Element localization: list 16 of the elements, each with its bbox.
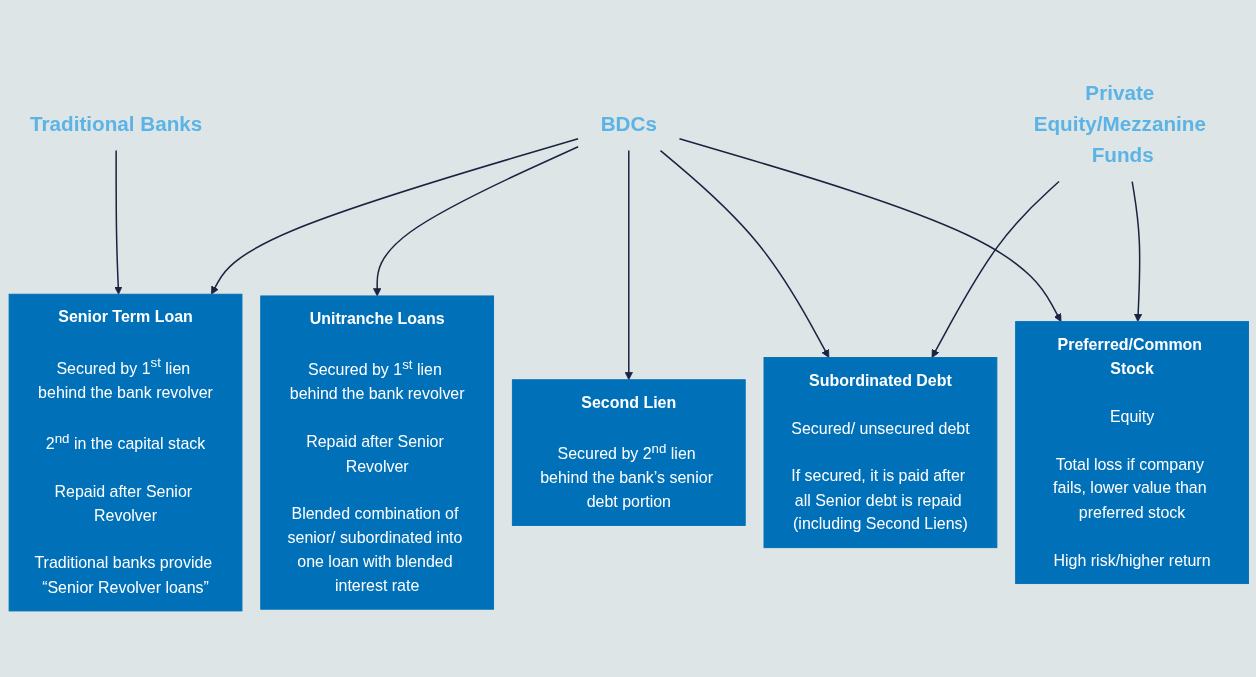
node-box: Senior Term Loan Secured by 1$^{st}$ lien behind the bank revolver 2$^{nd}$ in the capital stack Repaid after Senior Revolver Traditional banks provide “Senior Revolver loans” (8, 293, 243, 612)
arrow (659, 149, 830, 358)
node-box: Subordinated Debt Secured/ unsecured debt If secured, it is paid after all Senior debt is repaid (including Second Liens) (763, 357, 998, 549)
node-text: BDCs (600, 112, 657, 136)
arrow (211, 138, 579, 295)
node-text: Traditional Banks (30, 112, 203, 136)
node-box: Second Lien Secured by 2$^{nd}$ lien behind the bank’s senior debt portion (511, 379, 746, 526)
arrow (624, 149, 633, 381)
arrow (931, 180, 1060, 358)
node-box: Preferred/Common Stock Equity Total loss if company fails, lower value than preferred stock High risk/higher return (1015, 321, 1249, 585)
arrow (373, 146, 579, 297)
node-text: Private Equity/Mezzanine Funds (1033, 81, 1206, 167)
arrow (1131, 180, 1143, 322)
arrow (678, 138, 1062, 322)
arrow (114, 149, 123, 295)
node-box: Unitranche Loans Secured by 1$^{st}$ lien behind the bank revolver Repaid after Senior Revolver Blended combination of senior/ subordinated into one loan with blended interest rate (260, 295, 495, 610)
